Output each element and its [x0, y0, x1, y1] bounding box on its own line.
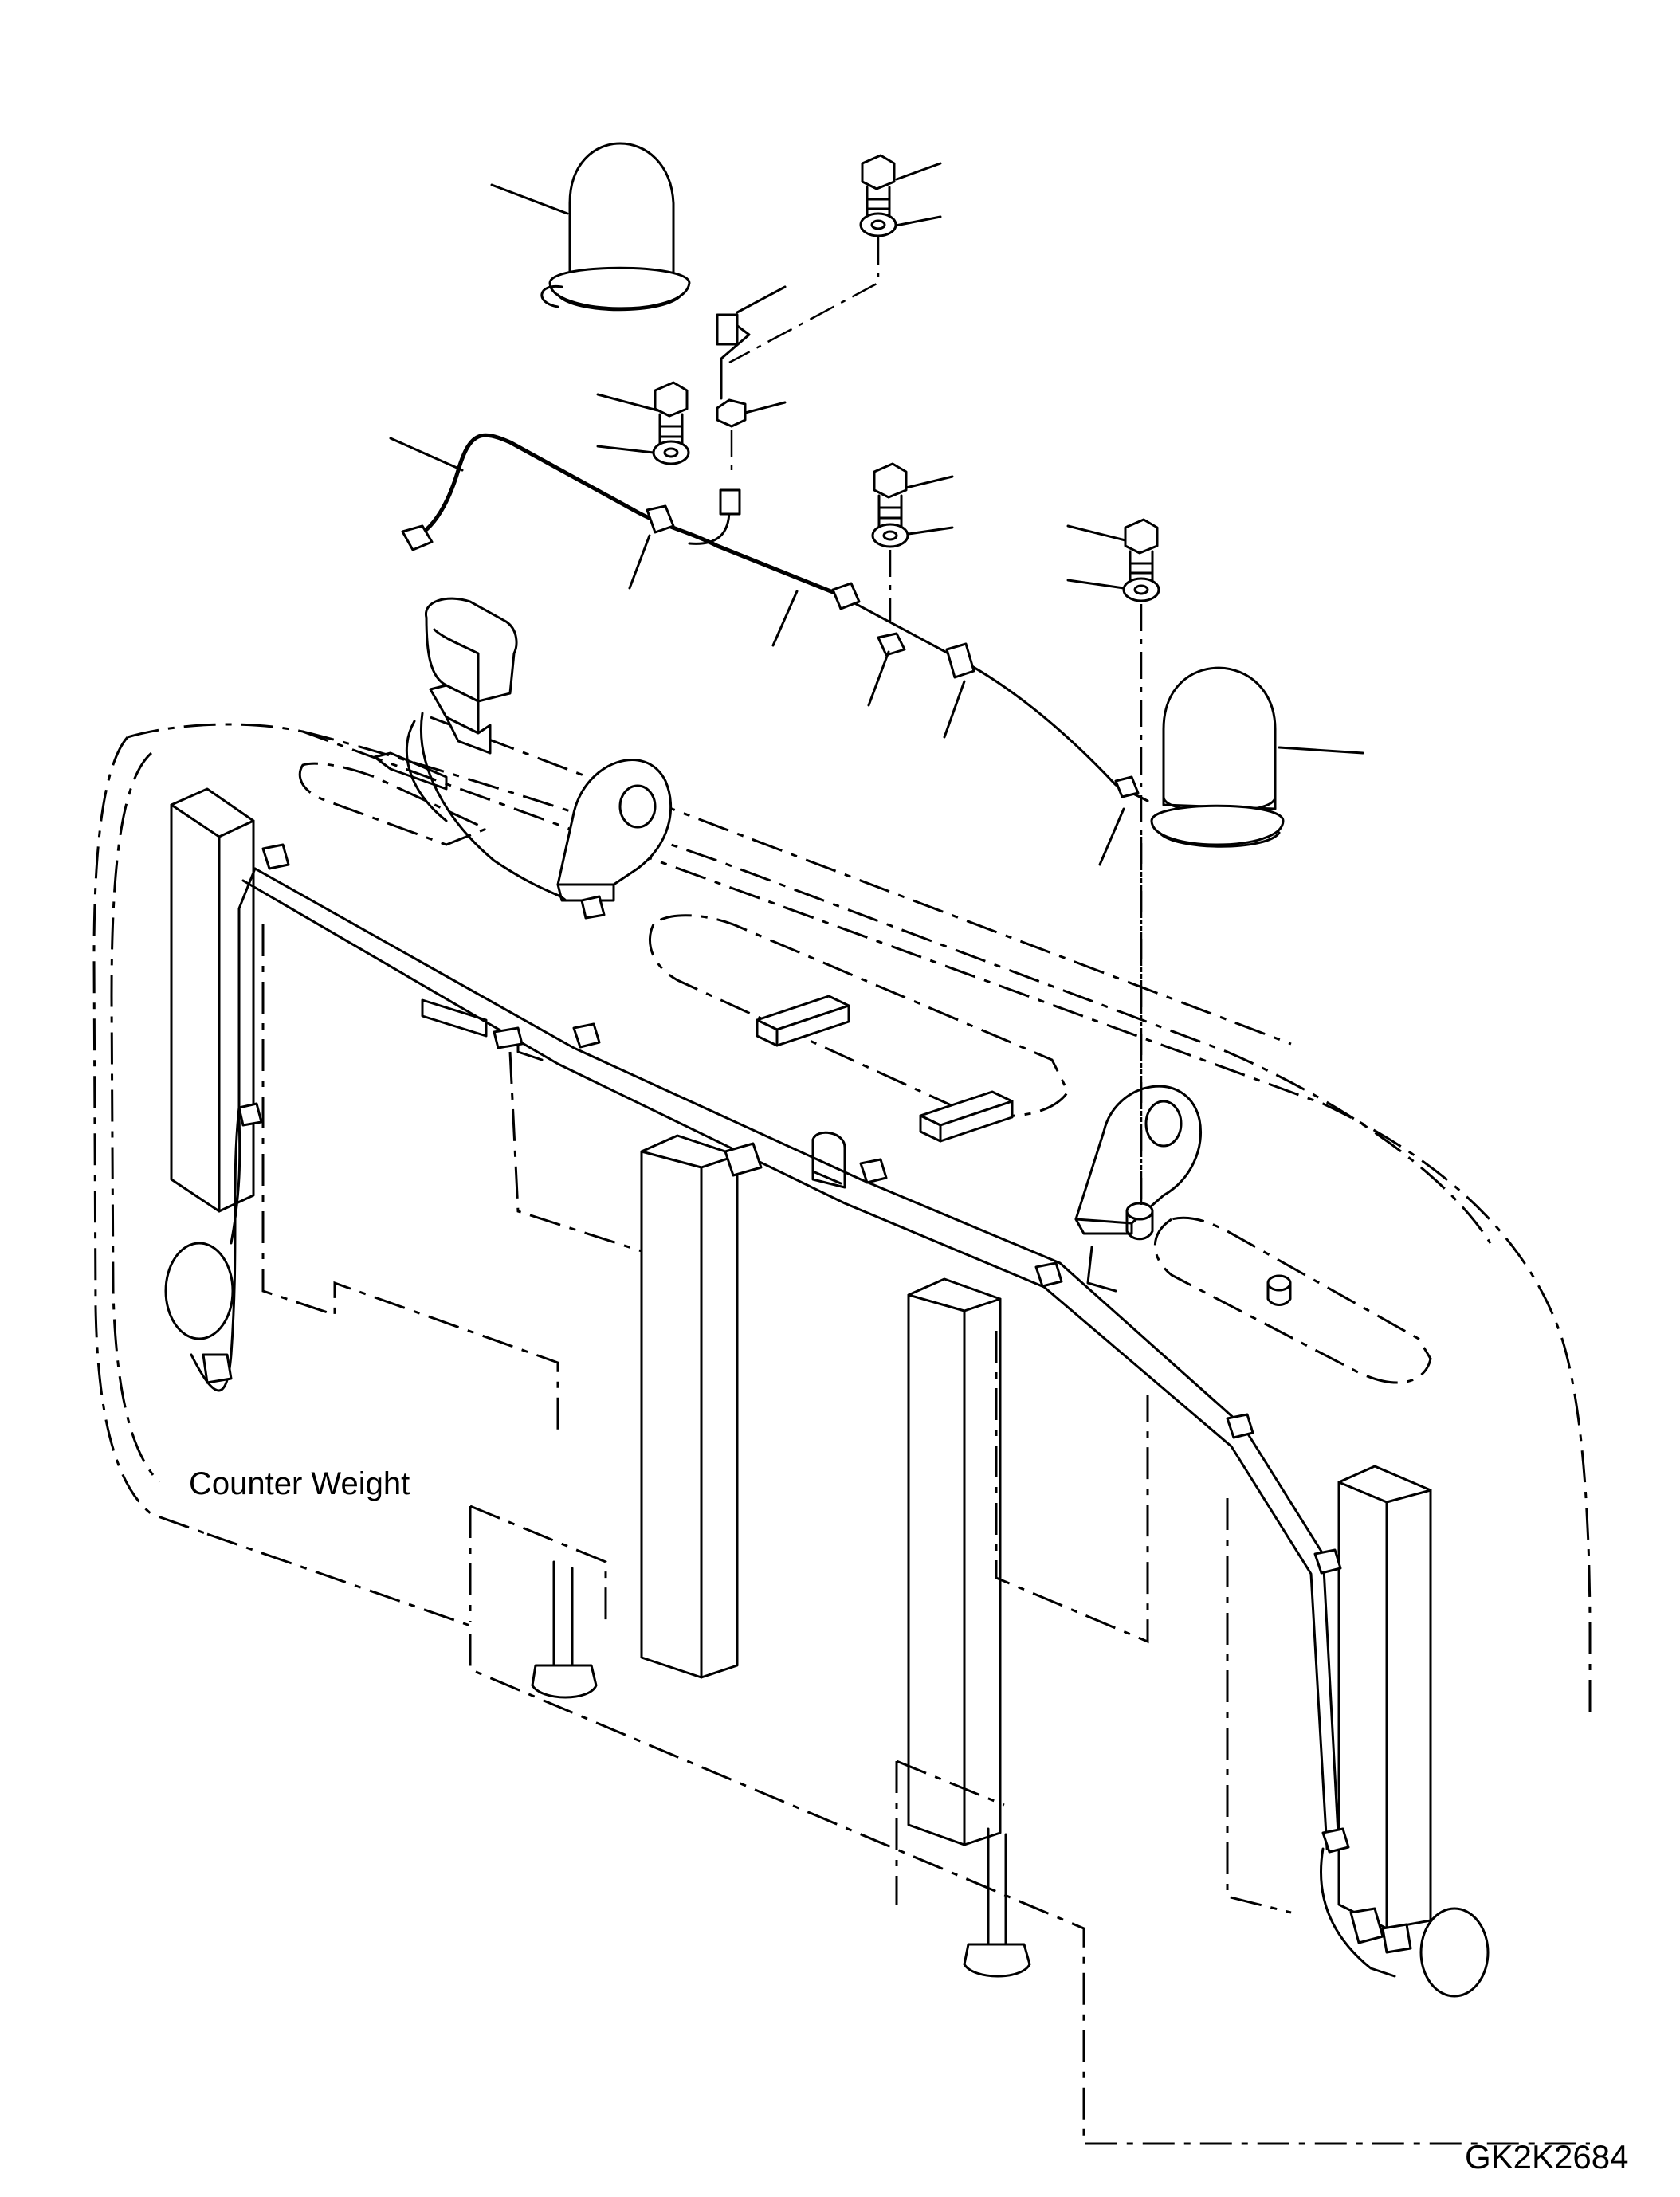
wire-harness-counter-weight	[164, 712, 1490, 1998]
bolt-upper-right	[861, 154, 896, 221]
rotating-beacon-upper	[540, 142, 691, 312]
nut	[716, 398, 747, 428]
counter-weight-body	[92, 716, 1592, 2145]
washer-middle	[871, 523, 909, 548]
top-blocks	[756, 995, 1292, 1306]
center-lines	[728, 237, 1143, 1211]
washer-right	[1122, 577, 1160, 602]
work-lamp	[373, 597, 518, 791]
bolt-right	[1124, 518, 1159, 583]
leader-lines	[389, 162, 1364, 866]
drawing-number: GK2K2684	[1465, 2138, 1629, 2175]
lifting-eye-right	[1074, 1085, 1202, 1235]
counter-weight-label: Counter Weight	[189, 1466, 410, 1501]
lifting-eye-left	[556, 759, 672, 902]
bolt-left	[654, 381, 689, 448]
washer-left	[652, 440, 690, 465]
washer-upper-right	[859, 212, 897, 237]
wire-harness-beacon	[401, 313, 1149, 802]
rotating-beacon-lower	[1150, 666, 1285, 848]
bolt-middle	[873, 462, 908, 529]
